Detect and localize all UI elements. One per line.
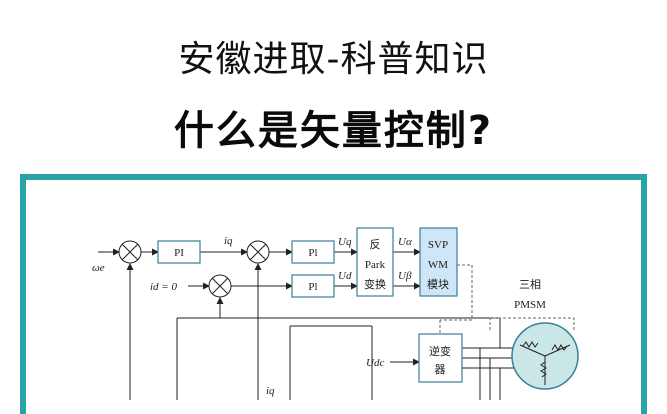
ud-label: Ud — [338, 270, 352, 282]
park-text-3: 变换 — [364, 277, 386, 291]
omega-label: ωe — [92, 262, 105, 274]
inverse-park-block — [356, 227, 394, 297]
iq-top-label: iq — [224, 235, 233, 247]
iq-bottom-label: iq — [266, 385, 275, 397]
ubeta-label: Uβ — [398, 270, 412, 282]
udc-label: Udc — [366, 357, 384, 369]
pi-id-block — [291, 274, 335, 298]
pi-speed-block — [157, 240, 201, 264]
park-text-1: 反 — [370, 238, 381, 251]
pi-iq-block — [291, 240, 335, 264]
inverter-text-1: 逆变 — [429, 344, 451, 358]
motor-text-1: 三相 — [519, 278, 541, 291]
pi-id-text: Pl — [308, 281, 317, 293]
inverter-text-2: 器 — [435, 363, 446, 376]
motor-bracket — [489, 317, 575, 330]
signal-lines — [98, 248, 515, 400]
svpwm-block — [419, 227, 458, 297]
vector-control-diagram: ωe id = 0 iq iq Uq Ud Uα Uβ Udc PI Pl Pl… — [92, 227, 579, 400]
svpwm-text-2: WM — [428, 259, 448, 271]
summing-junctions — [118, 240, 270, 298]
pi-speed-text: PI — [174, 247, 184, 259]
page-subtitle: 什么是矢量控制? — [173, 108, 494, 154]
page-title: 安徽进取-科普知识 — [178, 39, 489, 80]
pi-iq-text: Pl — [308, 247, 317, 259]
uq-label: Uq — [338, 236, 352, 248]
pwm-signal-dashed — [439, 264, 473, 334]
svpwm-text-1: SVP — [428, 239, 448, 251]
id-ref-label: id = 0 — [150, 281, 177, 293]
park-text-2: Park — [365, 259, 386, 271]
inverter-block — [418, 333, 463, 383]
svpwm-text-3: 模块 — [427, 278, 449, 291]
motor-text-2: PMSM — [514, 299, 546, 311]
pmsm-motor — [511, 322, 579, 390]
ualpha-label: Uα — [398, 236, 412, 248]
